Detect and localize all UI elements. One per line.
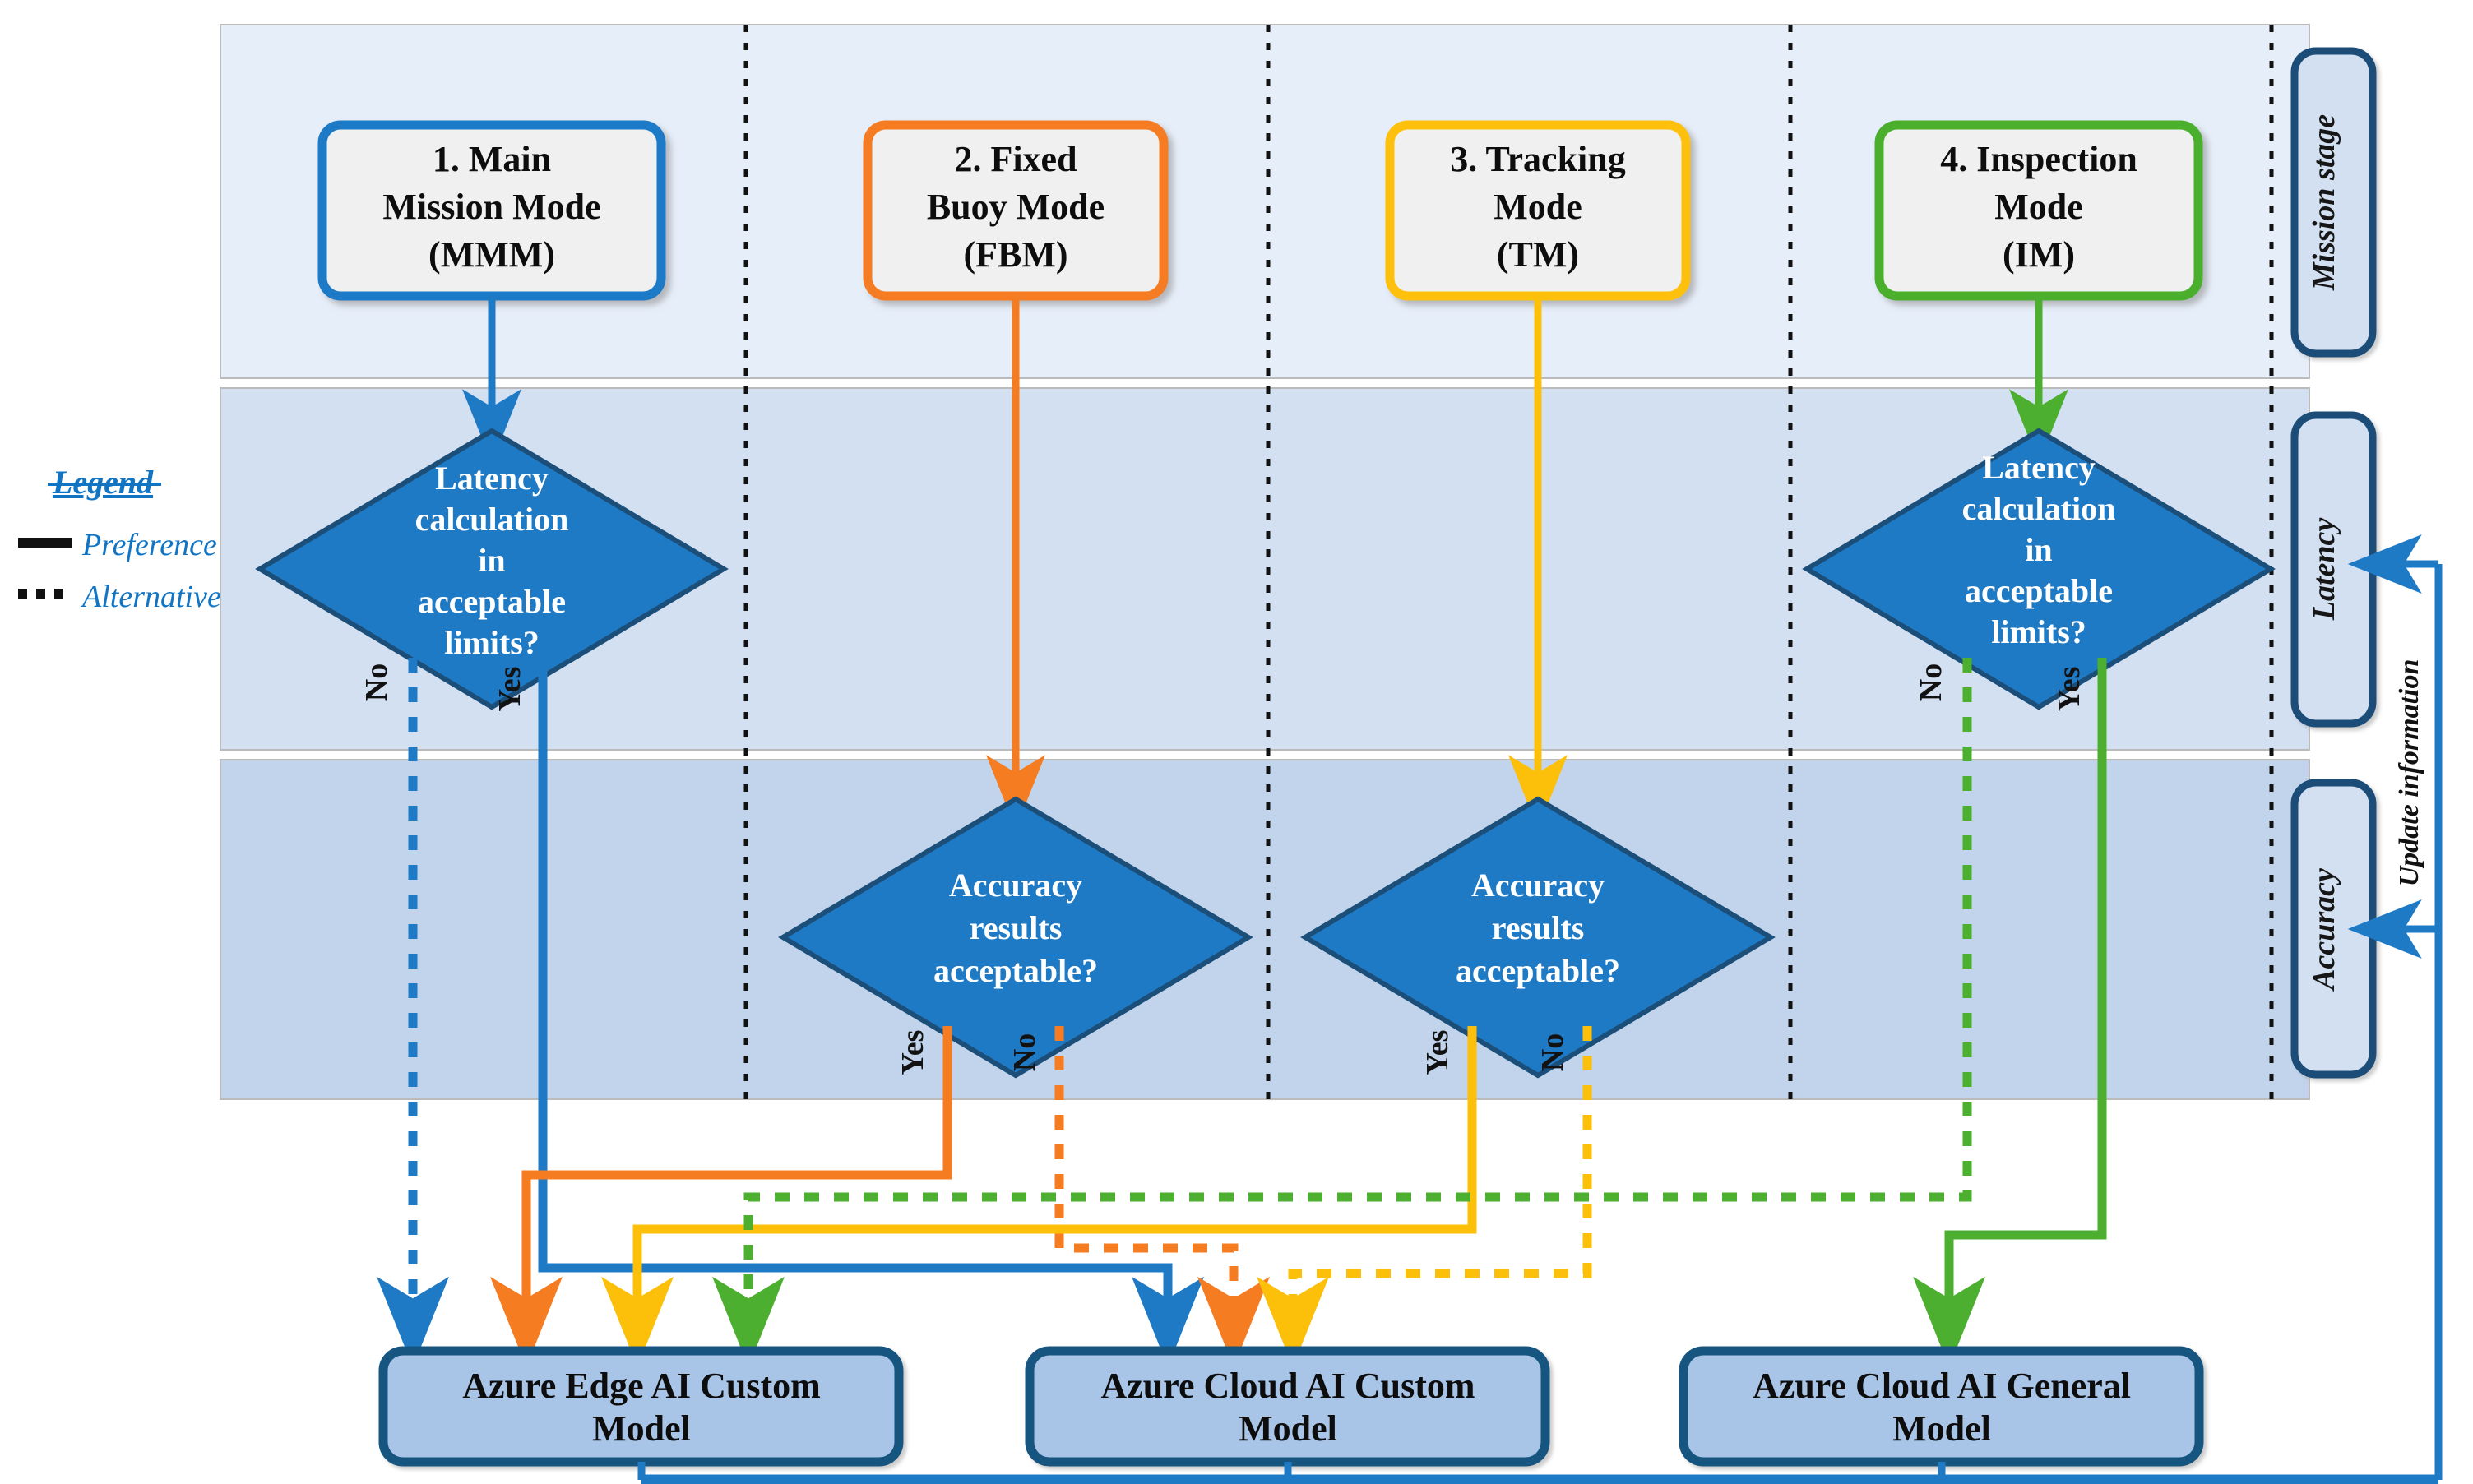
mode-box-fbm-line3: (FBM) xyxy=(963,234,1067,275)
lane-label-pill-mission-stage xyxy=(2290,47,2377,358)
model-box-cloud-general-line2: Model xyxy=(1892,1408,1991,1449)
decision-accuracy-fbm-line2: results xyxy=(970,909,1063,946)
lane-label-text-mission-stage: Mission stage xyxy=(2307,114,2341,291)
mode-box-fbm[interactable]: 2. Fixed Buoy Mode (FBM) xyxy=(863,120,1169,301)
decision-latency-mmm-line1: Latency xyxy=(435,460,549,497)
decision-accuracy-fbm[interactable]: Accuracy results acceptable? xyxy=(778,796,1253,1079)
decision-accuracy-tm-line2: results xyxy=(1492,909,1585,946)
mode-box-im-line2: Mode xyxy=(1994,187,2083,227)
branch-label-latency-mmm-no: No xyxy=(359,663,394,701)
mode-box-tm-line1: 3. Tracking xyxy=(1450,139,1626,179)
decision-accuracy-tm-shape xyxy=(1300,796,1776,1079)
route-tm-no-to-cloud-custom xyxy=(1257,1026,1592,1367)
lane-label-text-accuracy: Accuracy xyxy=(2307,868,2341,992)
mode-box-im-line1: 4. Inspection xyxy=(1940,139,2137,179)
decision-latency-im-line3: in xyxy=(2025,531,2052,568)
route-mmm-yes-to-cloud-custom xyxy=(538,658,1204,1367)
decision-latency-mmm-line4: acceptable xyxy=(418,583,566,620)
model-box-edge-custom[interactable]: Azure Edge AI Custom Model xyxy=(378,1346,904,1467)
decision-latency-im[interactable]: Latency calculation in acceptable limits… xyxy=(1802,428,2276,710)
decision-accuracy-tm-line3: acceptable? xyxy=(1456,952,1620,989)
decision-latency-mmm-line3: in xyxy=(478,542,505,579)
model-box-cloud-general-line1: Azure Cloud AI General xyxy=(1753,1366,2131,1406)
mode-box-fbm-line2: Buoy Mode xyxy=(927,187,1105,227)
decision-latency-im-line4: acceptable xyxy=(1965,572,2113,609)
decision-latency-im-line1: Latency xyxy=(1982,449,2096,486)
legend: Legend Preference Alternative xyxy=(18,464,221,614)
mode-box-mmm-line2: Mission Mode xyxy=(382,187,600,227)
branch-label-accuracy-fbm-no: No xyxy=(1007,1033,1042,1071)
mode-box-im[interactable]: 4. Inspection Mode (IM) xyxy=(1874,120,2203,301)
decision-latency-mmm-line2: calculation xyxy=(415,501,569,538)
decision-latency-mmm[interactable]: Latency calculation in acceptable limits… xyxy=(255,428,729,710)
branch-label-accuracy-tm-no: No xyxy=(1535,1033,1570,1071)
feedback-loop: Update information xyxy=(637,534,2443,1484)
decision-latency-mmm-line5: limits? xyxy=(444,624,540,661)
legend-label-preference: Preference xyxy=(81,528,217,562)
legend-title: Legend xyxy=(52,464,154,501)
decision-latency-im-line2: calculation xyxy=(1962,490,2116,527)
decision-latency-im-shape xyxy=(1802,428,2276,710)
model-box-edge-custom-line2: Model xyxy=(592,1408,691,1449)
mode-box-mmm[interactable]: 1. Main Mission Mode (MMM) xyxy=(317,120,666,301)
lane-band-accuracy xyxy=(220,759,2310,1100)
branch-label-accuracy-fbm-yes: Yes xyxy=(896,1030,930,1075)
model-box-edge-custom-line1: Azure Edge AI Custom xyxy=(462,1366,821,1406)
lane-bands xyxy=(220,24,2310,1100)
route-tm-yes-to-edge-custom xyxy=(601,1026,1477,1367)
branch-label-latency-im-yes: Yes xyxy=(2052,667,2086,712)
decision-latency-mmm-shape xyxy=(255,428,729,710)
branch-label-latency-mmm-yes: Yes xyxy=(493,667,527,712)
lane-label-accuracy: Accuracy xyxy=(2290,779,2377,1079)
mode-box-mmm-line1: 1. Main xyxy=(433,139,551,179)
mode-box-im-line3: (IM) xyxy=(2003,234,2075,275)
mode-box-mmm-line3: (MMM) xyxy=(428,234,555,275)
model-box-cloud-custom-line1: Azure Cloud AI Custom xyxy=(1100,1366,1475,1406)
decision-accuracy-fbm-line1: Accuracy xyxy=(949,867,1082,904)
model-box-cloud-general[interactable]: Azure Cloud AI General Model xyxy=(1679,1346,2204,1467)
route-im-no-to-edge-custom xyxy=(712,658,1972,1367)
decision-accuracy-tm-line1: Accuracy xyxy=(1471,867,1605,904)
model-box-cloud-custom-line2: Model xyxy=(1239,1408,1337,1449)
mode-box-tm[interactable]: 3. Tracking Mode (TM) xyxy=(1385,120,1691,301)
branch-label-latency-im-no: No xyxy=(1914,663,1948,701)
mode-box-fbm-line1: 2. Fixed xyxy=(954,139,1077,179)
decision-accuracy-fbm-shape xyxy=(778,796,1253,1079)
route-fbm-yes-to-edge-custom xyxy=(490,1026,952,1367)
decision-accuracy-tm[interactable]: Accuracy results acceptable? xyxy=(1300,796,1776,1079)
route-im-yes-to-cloud-general xyxy=(1913,658,2107,1367)
legend-label-alternative: Alternative xyxy=(80,580,221,614)
lane-label-text-latency: Latency xyxy=(2307,518,2341,622)
mode-box-tm-line2: Mode xyxy=(1494,187,1582,227)
lane-label-mission-stage: Mission stage xyxy=(2290,47,2377,358)
mode-box-tm-line3: (TM) xyxy=(1497,234,1579,275)
branch-label-accuracy-tm-yes: Yes xyxy=(1420,1030,1455,1075)
feedback-label: Update information xyxy=(2394,659,2424,887)
decision-accuracy-fbm-line3: acceptable? xyxy=(933,952,1098,989)
model-box-cloud-custom[interactable]: Azure Cloud AI Custom Model xyxy=(1025,1346,1550,1467)
decision-latency-im-line5: limits? xyxy=(1991,613,2086,650)
route-fbm-no-to-cloud-custom xyxy=(1054,1026,1270,1367)
lane-label-latency: Latency xyxy=(2290,411,2377,728)
